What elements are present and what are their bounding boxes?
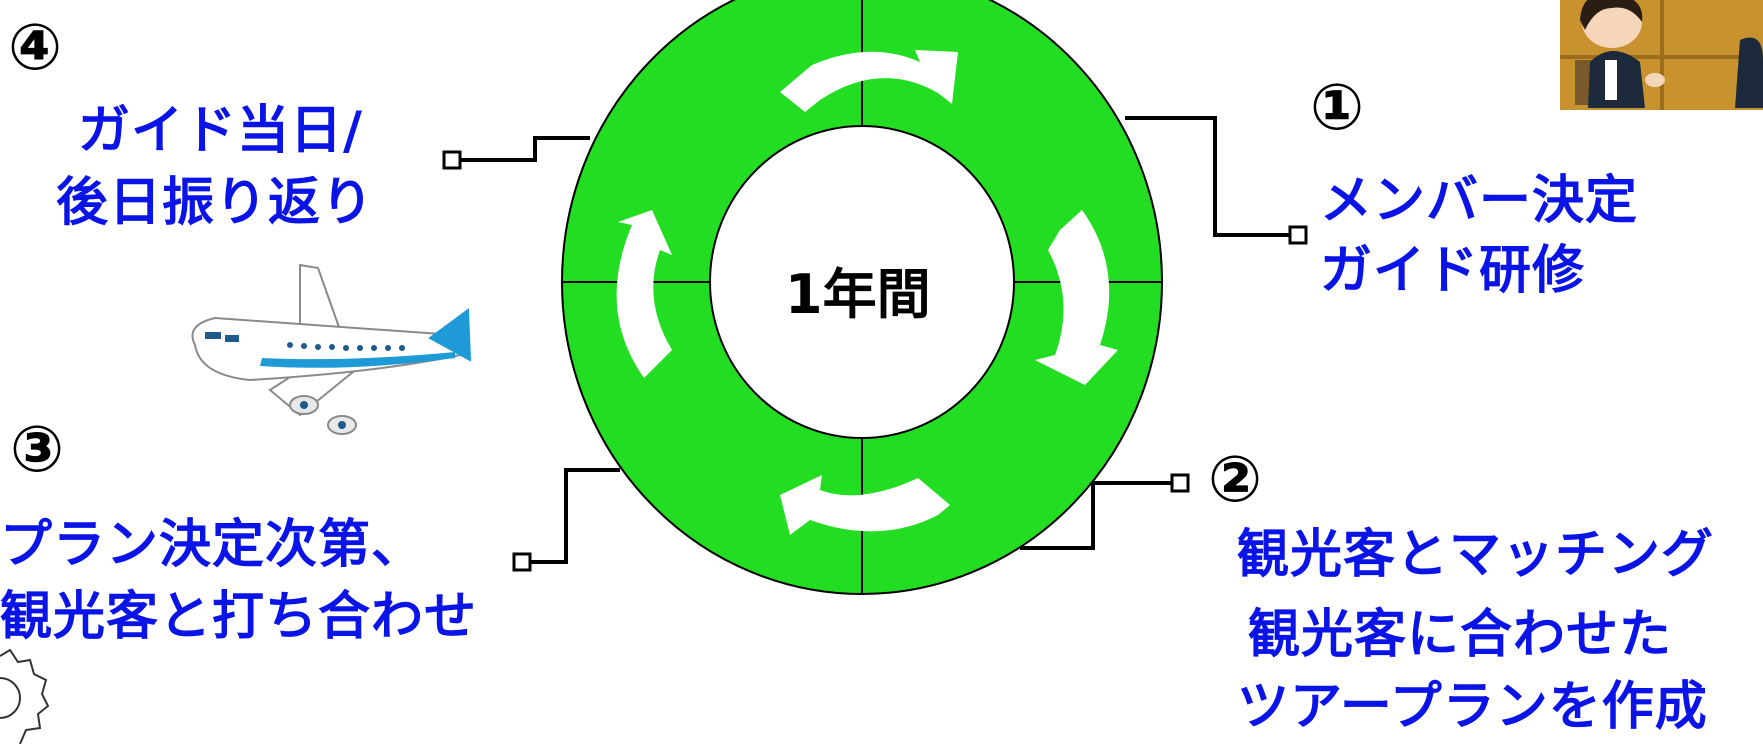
step3-number: ③ [10, 413, 65, 487]
arrow-right-icon [1035, 210, 1118, 385]
inner-circle [709, 125, 1015, 439]
arrow-left-icon [616, 210, 672, 378]
step1-line2: ガイド研修 [1320, 241, 1586, 301]
step4-line1: ガイド当日/ [78, 101, 363, 161]
arrow-top-icon [780, 50, 958, 112]
connector-step2-end [1170, 473, 1190, 493]
step3-line1: プラン決定次第、 [0, 515, 425, 575]
connector-step3-end [512, 552, 532, 572]
airplane-illustration [191, 263, 472, 435]
step2-line2: 観光客に合わせた [1248, 605, 1673, 665]
cycle-arrows [616, 50, 1118, 535]
step1-number: ① [1310, 71, 1365, 145]
connector-step4 [460, 136, 590, 162]
step1-line1: メンバー決定 [1320, 171, 1639, 231]
step3-line2: 観光客と打ち合わせ [0, 587, 478, 647]
cycle-ring [561, 0, 1163, 595]
step2-line3: ツアープランを作成 [1237, 677, 1708, 737]
connector-step2 [1020, 481, 1172, 550]
connector-step1 [1125, 116, 1290, 237]
connector-step1-end [1288, 225, 1308, 245]
step4-line2: 後日振り返り [56, 173, 375, 233]
connector-lines [442, 116, 1308, 572]
step4-number: ④ [8, 11, 63, 85]
step2-line1: 観光客とマッチング [1237, 525, 1715, 585]
center-label: 1年間 [785, 263, 931, 326]
arrow-bottom-icon [780, 475, 950, 535]
meeting-people-illustration [1560, 0, 1763, 110]
connector-step4-end [442, 150, 462, 170]
step2-number: ② [1208, 443, 1263, 517]
connector-step3 [530, 468, 620, 564]
gear-icon [0, 648, 50, 744]
